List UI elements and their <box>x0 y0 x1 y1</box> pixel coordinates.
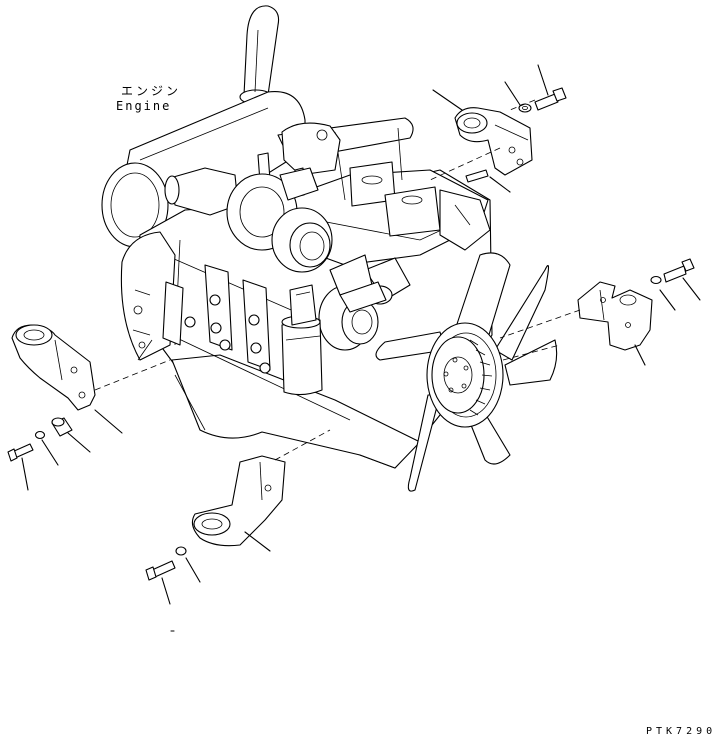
left-front-bracket <box>7 324 96 462</box>
exhaust-pipe <box>239 5 280 105</box>
cooling-fan <box>375 252 561 492</box>
rear-upper-bracket <box>454 87 567 183</box>
engine-label-jp: エンジン <box>121 84 182 98</box>
block-bosses <box>162 264 271 374</box>
turbocharger <box>164 167 333 273</box>
water-pump-assembly <box>281 254 411 396</box>
leader-lines <box>21 64 701 605</box>
right-side-bracket <box>577 258 695 351</box>
engine-label-en: Engine <box>116 99 172 113</box>
lower-front-bracket <box>145 455 286 581</box>
drawing-code: PTK7290 <box>646 726 717 737</box>
